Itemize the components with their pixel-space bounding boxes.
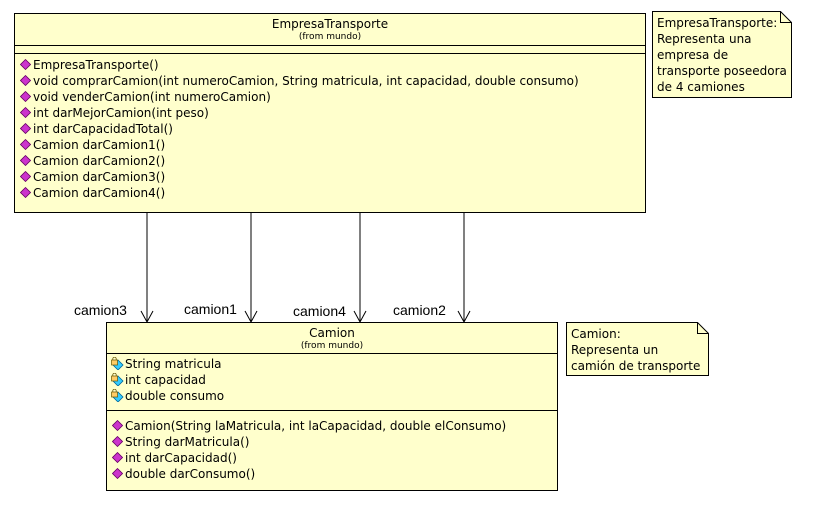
operation-row[interactable]: double darConsumo(): [111, 466, 557, 482]
note-empresa-transporte[interactable]: EmpresaTransporte: Representa una empres…: [652, 11, 792, 98]
public-operation-icon: [20, 123, 31, 134]
attributes-compartment: String matricula int capacidad double co…: [107, 354, 557, 404]
operations-compartment: EmpresaTransporte() void comprarCamion(i…: [15, 54, 645, 201]
attribute-row[interactable]: String matricula: [111, 356, 557, 372]
operation-row[interactable]: String darMatricula(): [111, 434, 557, 450]
note-text-line: transporte poseedora: [657, 64, 787, 78]
operation-row[interactable]: Camion darCamion2(): [19, 153, 645, 169]
class-empresa-transporte[interactable]: EmpresaTransporte (from mundo) EmpresaTr…: [14, 13, 646, 213]
note-fold-corner: [697, 322, 709, 334]
operation-signature: Camion(String laMatricula, int laCapacid…: [125, 419, 507, 433]
operations-divider: [107, 410, 557, 411]
operation-row[interactable]: int darMejorCamion(int peso): [19, 105, 645, 121]
operation-row[interactable]: Camion darCamion4(): [19, 185, 645, 201]
package-label: (from mundo): [298, 32, 362, 42]
operation-signature: void venderCamion(int numeroCamion): [33, 90, 271, 104]
public-operation-icon: [112, 468, 123, 479]
note-text-line: empresa de: [657, 48, 729, 62]
operation-signature: Camion darCamion3(): [33, 170, 166, 184]
attributes-divider: [107, 353, 557, 354]
class-name: Camion: [309, 326, 355, 340]
class-name: EmpresaTransporte: [271, 17, 389, 31]
role-label-camion3: camion3: [74, 302, 127, 318]
private-attribute-icon: [111, 357, 124, 370]
role-label-camion2: camion2: [393, 302, 446, 318]
note-camion[interactable]: Camion: Representa un camión de transpor…: [566, 322, 709, 376]
attribute-text: double consumo: [125, 389, 225, 403]
note-text-line: Camion:: [571, 327, 621, 341]
role-label-camion1: camion1: [184, 301, 237, 317]
private-attribute-icon: [111, 389, 124, 402]
attribute-row[interactable]: int capacidad: [111, 372, 557, 388]
attributes-compartment: [15, 45, 645, 46]
note-fold-corner: [780, 11, 792, 23]
public-operation-icon: [20, 91, 31, 102]
note-text-line: Representa una: [657, 32, 752, 46]
operation-signature: Camion darCamion4(): [33, 186, 166, 200]
role-label-camion4: camion4: [293, 303, 346, 319]
operation-signature: int darCapacidadTotal(): [33, 122, 173, 136]
attribute-text: int capacidad: [125, 373, 206, 387]
class-camion[interactable]: Camion (from mundo) String matricula int…: [106, 322, 558, 491]
operation-signature: int darCapacidad(): [125, 451, 237, 465]
note-text-line: camión de transporte: [571, 359, 701, 373]
operation-row[interactable]: int darCapacidadTotal(): [19, 121, 645, 137]
attribute-text: String matricula: [125, 357, 222, 371]
operation-row[interactable]: void comprarCamion(int numeroCamion, Str…: [19, 73, 645, 89]
public-operation-icon: [20, 171, 31, 182]
operation-signature: Camion darCamion1(): [33, 138, 166, 152]
public-operation-icon: [112, 436, 123, 447]
public-operation-icon: [20, 75, 31, 86]
operation-row[interactable]: Camion(String laMatricula, int laCapacid…: [111, 418, 557, 434]
note-text-line: EmpresaTransporte:: [657, 16, 778, 30]
operation-signature: int darMejorCamion(int peso): [33, 106, 209, 120]
note-text-line: de 4 camiones: [657, 80, 745, 94]
operation-row[interactable]: Camion darCamion3(): [19, 169, 645, 185]
operation-row[interactable]: void venderCamion(int numeroCamion): [19, 89, 645, 105]
operation-row[interactable]: int darCapacidad(): [111, 450, 557, 466]
operation-signature: double darConsumo(): [125, 467, 256, 481]
package-label: (from mundo): [300, 341, 364, 351]
private-attribute-icon: [111, 373, 124, 386]
public-operation-icon: [20, 107, 31, 118]
public-operation-icon: [20, 139, 31, 150]
public-operation-icon: [20, 59, 31, 70]
public-operation-icon: [112, 452, 123, 463]
public-operation-icon: [20, 155, 31, 166]
operation-signature: Camion darCamion2(): [33, 154, 166, 168]
operations-compartment: Camion(String laMatricula, int laCapacid…: [107, 411, 557, 482]
operation-row[interactable]: EmpresaTransporte(): [19, 57, 645, 73]
operation-row[interactable]: Camion darCamion1(): [19, 137, 645, 153]
public-operation-icon: [20, 187, 31, 198]
note-text-line: Representa un: [571, 343, 659, 357]
operations-divider: [15, 53, 645, 54]
operation-signature: void comprarCamion(int numeroCamion, Str…: [33, 74, 579, 88]
public-operation-icon: [112, 420, 123, 431]
operation-signature: EmpresaTransporte(): [33, 58, 159, 72]
attribute-row[interactable]: double consumo: [111, 388, 557, 404]
operation-signature: String darMatricula(): [125, 435, 250, 449]
